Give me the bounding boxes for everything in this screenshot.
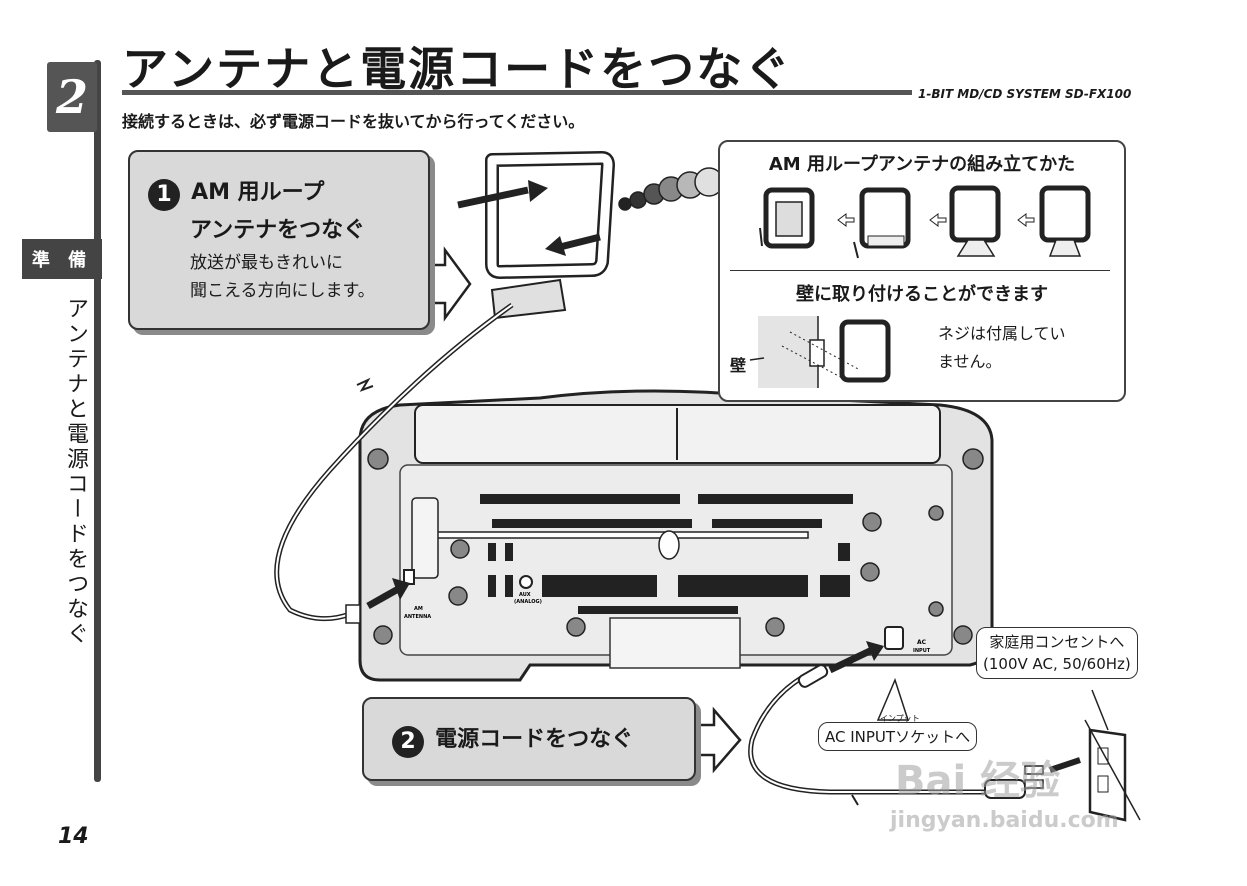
wall-label: 壁 xyxy=(730,356,747,375)
watermark-brand: Bai 经验 xyxy=(895,758,1061,804)
step1-title-line2: アンテナをつなぐ xyxy=(190,218,366,243)
chapter-number: 2 xyxy=(47,62,97,132)
side-title: アンテナと電源コードをつなぐ xyxy=(63,297,88,647)
device-rear-illustration: AM ANTENNA AUX (ANALOG) AC INPUT xyxy=(358,389,994,682)
step2-title: 電源コードをつなぐ xyxy=(435,727,634,752)
outlet-label: 家庭用コンセントへ (100V AC, 50/60Hz) xyxy=(976,627,1138,679)
step1-title-line1: AM 用ループ xyxy=(191,180,325,205)
title-rule xyxy=(122,90,912,95)
assembly-heading: AM 用ループアンテナの組み立てかた xyxy=(768,154,1076,175)
sidebar-bar xyxy=(94,60,101,782)
step1-number: 1 xyxy=(148,178,180,211)
step2-callout: 2 電源コードをつなぐ xyxy=(362,697,696,781)
step1-heading: 1 AM 用ループ xyxy=(148,174,324,211)
step2-number: 2 xyxy=(392,725,424,758)
aux-label-1: AUX xyxy=(519,592,531,598)
aux-label-2: (ANALOG) xyxy=(514,599,542,605)
page-title: アンテナと電源コードをつなぐ xyxy=(122,42,793,96)
assembly-inset: AM 用ループアンテナの組み立てかた 壁に取り付けることができます 壁 ネジは付… xyxy=(718,140,1126,402)
chapter-tab[interactable]: 準 備 xyxy=(22,239,102,279)
ac-input-label: AC INPUTソケットへ xyxy=(818,722,978,751)
screw-note-line1: ネジは付属してい xyxy=(938,324,1066,343)
loop-antenna-illustration xyxy=(457,151,615,320)
screw-note-line2: ません。 xyxy=(938,352,1002,371)
ac-label-2: INPUT xyxy=(913,648,931,654)
wall-mount-illustration xyxy=(749,316,891,388)
am-label-2: ANTENNA xyxy=(404,614,431,620)
wall-heading: 壁に取り付けることができます xyxy=(796,284,1048,305)
step1-desc-line1: 放送が最もきれいに xyxy=(190,253,343,273)
step1-desc-line2: 聞こえる方向にします。 xyxy=(190,281,375,301)
watermark-url: jingyan.baidu.com xyxy=(890,808,1119,833)
step2-heading: 2 電源コードをつなぐ xyxy=(392,721,633,758)
inset-divider xyxy=(730,270,1110,271)
instruction-text: 接続するときは、必ず電源コードを抜いてから行ってください。 xyxy=(122,112,585,131)
ac-label-1: AC xyxy=(917,639,927,646)
outlet-label-line1: 家庭用コンセントへ xyxy=(989,633,1125,651)
step1-callout: 1 AM 用ループ アンテナをつなぐ 放送が最もきれいに 聞こえる方向にします。 xyxy=(128,150,430,330)
outlet-label-line2: (100V AC, 50/60Hz) xyxy=(983,655,1131,673)
model-name: 1-BIT MD/CD SYSTEM SD-FX100 xyxy=(918,87,1132,101)
rotation-dots xyxy=(618,167,724,211)
ac-input-ruby: インプット xyxy=(880,714,920,723)
page-number: 14 xyxy=(58,824,89,849)
assembly-steps-illustration xyxy=(759,185,1091,259)
am-label-1: AM xyxy=(414,606,423,612)
